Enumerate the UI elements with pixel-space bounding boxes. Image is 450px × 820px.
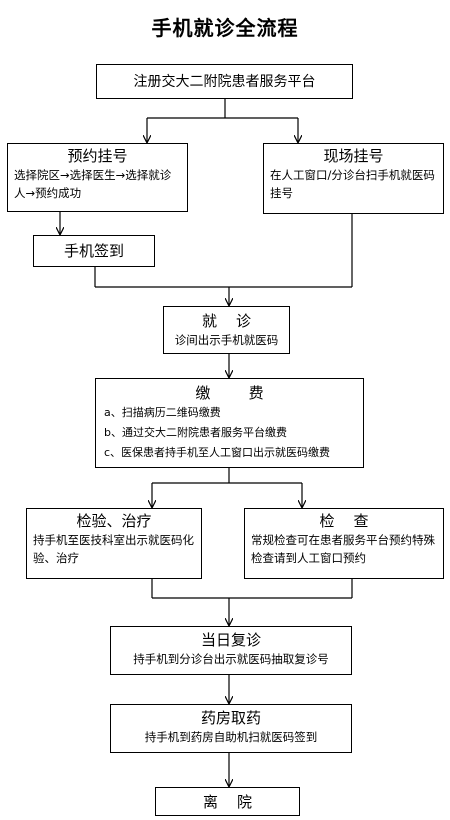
step-register-title: 注册交大二附院患者服务平台 <box>133 73 316 90</box>
step-consult-title: 就 诊 <box>201 312 252 330</box>
step-booking-detail: 选择院区→选择医生→选择就诊人→预约成功 <box>14 168 172 200</box>
step-onsite: 现场挂号 在人工窗口/分诊台扫手机就医码挂号 <box>263 143 444 214</box>
step-payment: 缴 费 a、扫描病历二维码缴费 b、通过交大二附院患者服务平台缴费 c、医保患者… <box>95 378 364 468</box>
step-consult: 就 诊 诊间出示手机就医码 <box>163 306 290 354</box>
payment-option-a: a、扫描病历二维码缴费 <box>104 406 221 419</box>
step-pharmacy: 药房取药 持手机到药房自助机扫就医码签到 <box>110 704 352 753</box>
step-checkin: 手机签到 <box>33 235 155 267</box>
step-followup-detail: 持手机到分诊台出示就医码抽取复诊号 <box>133 652 329 666</box>
step-leave: 离 院 <box>155 787 300 816</box>
step-exam-title: 检 查 <box>319 512 369 530</box>
step-onsite-title: 现场挂号 <box>323 147 384 165</box>
step-register: 注册交大二附院患者服务平台 <box>96 64 353 99</box>
step-exam: 检 查 常规检查可在患者服务平台预约特殊检查请到人工窗口预约 <box>244 508 444 579</box>
step-payment-title: 缴 费 <box>195 384 264 402</box>
page-title: 手机就诊全流程 <box>151 16 299 40</box>
step-booking-title: 预约挂号 <box>67 147 128 165</box>
step-lab-title: 检验、治疗 <box>76 512 152 530</box>
step-onsite-detail: 在人工窗口/分诊台扫手机就医码挂号 <box>270 168 435 200</box>
step-pharmacy-title: 药房取药 <box>200 709 261 727</box>
step-booking: 预约挂号 选择院区→选择医生→选择就诊人→预约成功 <box>7 143 188 212</box>
payment-option-b: b、通过交大二附院患者服务平台缴费 <box>104 426 287 439</box>
step-pharmacy-detail: 持手机到药房自助机扫就医码签到 <box>144 730 318 744</box>
step-lab: 检验、治疗 持手机至医技科室出示就医码化验、治疗 <box>26 508 202 579</box>
step-followup-title: 当日复诊 <box>200 631 261 649</box>
step-exam-detail: 常规检查可在患者服务平台预约特殊检查请到人工窗口预约 <box>251 533 435 565</box>
payment-option-c: c、医保患者持手机至人工窗口出示就医码缴费 <box>104 446 331 459</box>
step-consult-detail: 诊间出示手机就医码 <box>174 333 279 347</box>
step-leave-title: 离 院 <box>202 792 253 811</box>
step-lab-detail: 持手机至医技科室出示就医码化验、治疗 <box>33 533 194 565</box>
step-checkin-title: 手机签到 <box>63 242 124 260</box>
step-followup: 当日复诊 持手机到分诊台出示就医码抽取复诊号 <box>110 626 352 675</box>
